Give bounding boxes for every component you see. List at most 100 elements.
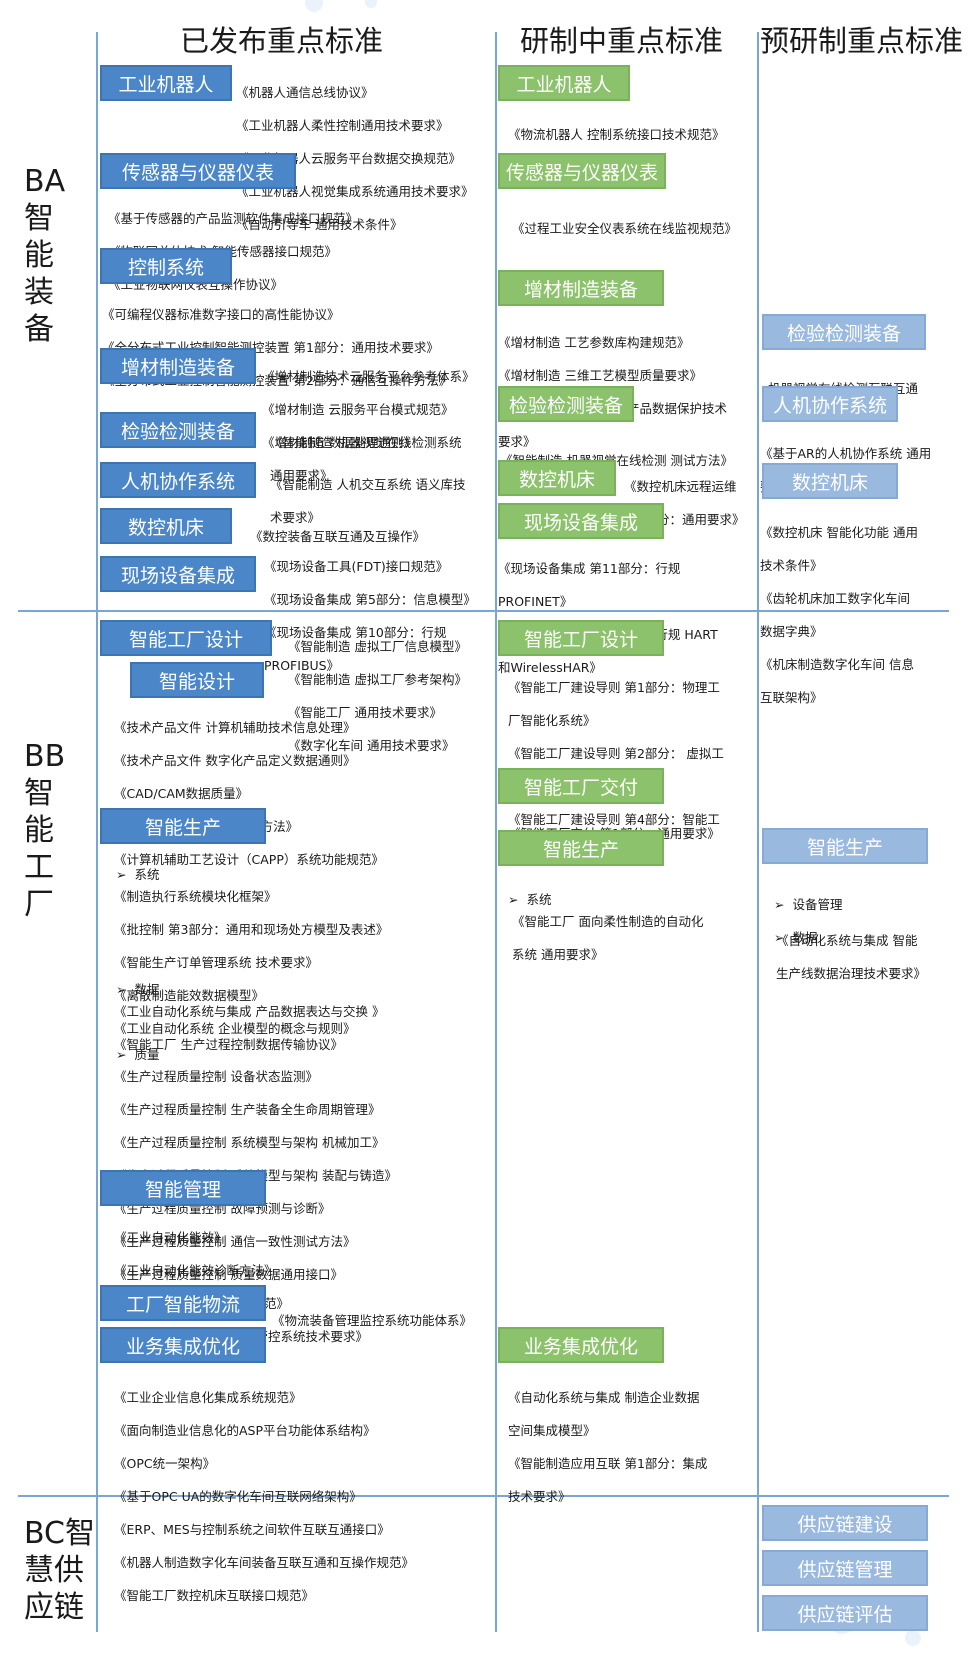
bullet-icon: ➢ [774, 929, 785, 945]
sub-heading-line: ➢ 数据 [774, 930, 842, 947]
standard-item: 要求》 [498, 433, 536, 449]
standard-item: 《工业企业信息化集成系统规范》 [114, 1389, 302, 1405]
standard-item: 《智能制造 虚拟工厂参考架构》 [288, 671, 467, 687]
ba-published-field-box: 现场设备集成 [100, 556, 256, 592]
standard-item: 《基于OPC UA的数字化车间互联网络架构》 [114, 1488, 362, 1504]
row-label-ba: BA 智 能 装 备 [24, 163, 65, 348]
ba-published-hci-box: 人机协作系统 [100, 462, 256, 498]
standard-item: 《离散制造能效数据模型》 [114, 987, 265, 1003]
standard-item: 《增材制造 云服务平台模式规范》 [262, 401, 454, 417]
ba-published-sensor-box: 传感器与仪器仪表 [100, 153, 296, 189]
standard-item: 《生产过程质量控制 通信一致性测试方法》 [114, 1233, 356, 1249]
bb-developing-delivery-box: 智能工厂交付 [498, 768, 664, 804]
ba-published-inspection-box: 检验检测装备 [100, 412, 256, 448]
bb-pre-production-equipment-heading: ➢ 设备管理 ➢ 数据 [774, 880, 842, 963]
bc-pre-manage-box: 供应链管理 [762, 1550, 928, 1586]
standard-item: 生产线数据治理技术要求》 [776, 965, 927, 981]
standard-item: 《智能工厂建设导则 第2部分： 虚拟工 [508, 745, 724, 761]
standard-item: 《智能工厂 通用技术要求》 [288, 704, 442, 720]
standard-item: 厂智能化系统》 [508, 712, 596, 728]
ba-pre-cnc-list: 《数控机床 智能化功能 通用 技术条件》 《齿轮机床加工数字化车间 数据字典》 … [760, 508, 918, 723]
ba-developing-robot-box: 工业机器人 [498, 65, 630, 101]
standard-item: 《现场设备集成 第5部分：信息模型》 [264, 591, 476, 607]
row-label-line: 智 [24, 201, 54, 236]
standard-item: 通用要求》 [270, 467, 333, 483]
bc-pre-build-box: 供应链建设 [762, 1505, 928, 1541]
ba-developing-sensor-list: 《过程工业安全仪表系统在线监视规范》 [512, 204, 737, 254]
bullet-icon: ➢ [116, 981, 127, 997]
sub-heading-line: ➢ 数据 [116, 982, 159, 999]
row-label-line: 装 [24, 275, 54, 310]
standard-item: 《智能制造 虚拟工厂信息模型》 [288, 638, 467, 654]
decor-circle [305, 0, 323, 12]
ba-developing-field-box: 现场设备集成 [498, 503, 664, 539]
sub-heading-line: ➢ 系统 [508, 892, 551, 909]
bb-published-logistics-list: 《物流装备管理监控系统功能体系》 [272, 1296, 472, 1346]
bb-published-integration-box: 业务集成优化 [100, 1327, 266, 1363]
standard-item: 《智能工厂数控机床互联接口规范》 [114, 1587, 315, 1603]
standard-item: 《智能制造 机器视觉在线检测系统 [270, 434, 462, 450]
standard-item: 《ERP、MES与控制系统之间软件互联互通接口》 [114, 1521, 390, 1537]
standard-item: 《自动化系统与集成 制造企业数据 [508, 1389, 700, 1405]
ba-published-cnc-list: 《数控装备互联互通及互操作》 [250, 512, 425, 562]
ba-published-robot-list: 《机器人通信总线协议》 《工业机器人柔性控制通用技术要求》 《工业机器人云服务平… [236, 68, 474, 250]
sub-heading-text: 设备管理 [792, 896, 843, 912]
row-label-line: 应链 [24, 1590, 84, 1625]
ba-published-additive-box: 增材制造装备 [100, 348, 256, 384]
row-label-bc: BC智 慧供 应链 [24, 1515, 95, 1626]
standard-item: 《机器人通信总线协议》 [236, 84, 374, 100]
row-label-line: BC智 [24, 1516, 96, 1551]
standard-item: 《工业自动化能效》 [114, 1229, 227, 1245]
decor-circle [905, 1630, 921, 1646]
standard-item: 《OPC统一架构》 [114, 1455, 216, 1471]
sub-heading-text: 数据 [134, 981, 160, 997]
bb-published-production-system-heading: ➢ 系统 [116, 850, 159, 900]
standard-item: 《CAD/CAM数据质量》 [114, 785, 249, 801]
ba-pre-inspection-box: 检验检测装备 [762, 314, 926, 350]
standard-item: 《面向制造业信息化的ASP平台功能体系结构》 [114, 1422, 376, 1438]
standard-item: 《数字化车间 通用技术要求》 [288, 737, 455, 753]
row-label-line: 厂 [24, 887, 54, 922]
sub-heading-line: ➢ 质量 [116, 1047, 159, 1064]
standard-item: 《智能工厂建设导则 第4部分：智能工 [508, 811, 720, 827]
standard-item: 《自动化系统与集成 智能 [776, 932, 918, 948]
standard-item: 《智能生产订单管理系统 技术要求》 [114, 954, 318, 970]
bullet-icon: ➢ [116, 1046, 127, 1062]
standard-item: 《基于传感器的产品监测软件集成接口规范》 [108, 210, 359, 226]
sub-heading-text: 系统 [526, 891, 552, 907]
bb-pre-production-box: 智能生产 [762, 828, 928, 864]
standard-item: 《工业机器人柔性控制通用技术要求》 [236, 117, 449, 133]
standard-item: 技术要求》 [508, 1488, 571, 1504]
standard-item: PROFIBUS》 [264, 657, 340, 673]
bullet-icon: ➢ [116, 866, 127, 882]
standard-item: 《机器人制造数字化车间装备互联互通和互操作规范》 [114, 1554, 415, 1570]
standard-item: 《智能工厂 面向柔性制造的自动化 [512, 913, 704, 929]
standard-item: 《技术产品文件 数字化产品定义数据通则》 [114, 752, 356, 768]
bb-published-integration-list: 《工业企业信息化集成系统规范》 《面向制造业信息化的ASP平台功能体系结构》 《… [114, 1373, 414, 1621]
ba-developing-robot-list: 《物流机器人 控制系统接口技术规范》 [508, 110, 724, 160]
standard-item: 《物流机器人 控制系统接口技术规范》 [508, 126, 725, 142]
standard-item: 《生产过程质量控制 生产装备全生命周期管理》 [114, 1101, 381, 1117]
bb-published-factory-design-box: 智能工厂设计 [100, 620, 272, 656]
section-divider-ba-bb [18, 610, 949, 612]
bullet-icon: ➢ [508, 891, 519, 907]
standard-item: 《增材制造 三维工艺模型质量要求》 [498, 367, 702, 383]
ba-pre-hci-box: 人机协作系统 [762, 386, 898, 422]
ba-developing-additive-box: 增材制造装备 [498, 270, 664, 306]
row-label-line: 能 [24, 813, 54, 848]
ba-published-inspection-list: 《智能制造 机器视觉在线检测系统 通用要求》 [270, 418, 461, 501]
standard-item: 《生产过程质量控制 设备状态监测》 [114, 1068, 318, 1084]
standard-item: 《现场设备工具(FDT)接口规范》 [264, 558, 449, 574]
sub-heading-text: 系统 [134, 866, 160, 882]
ba-published-field-list: 《现场设备工具(FDT)接口规范》 《现场设备集成 第5部分：信息模型》 《现场… [264, 542, 476, 691]
bb-published-production-quality-heading: ➢ 质量 [116, 1030, 159, 1080]
row-label-line: 能 [24, 238, 54, 273]
sub-heading-text: 质量 [134, 1046, 160, 1062]
standard-item: 空间集成模型》 [508, 1422, 596, 1438]
standard-item: 《制造执行系统模块化框架》 [114, 888, 277, 904]
sub-heading-line: ➢ 系统 [116, 867, 159, 884]
grid-line-left [96, 32, 98, 1632]
ba-developing-sensor-box: 传感器与仪器仪表 [498, 153, 666, 189]
bb-developing-production-list: 《智能工厂 面向柔性制造的自动化 系统 通用要求》 [512, 897, 703, 980]
row-label-line: BB [24, 739, 66, 774]
